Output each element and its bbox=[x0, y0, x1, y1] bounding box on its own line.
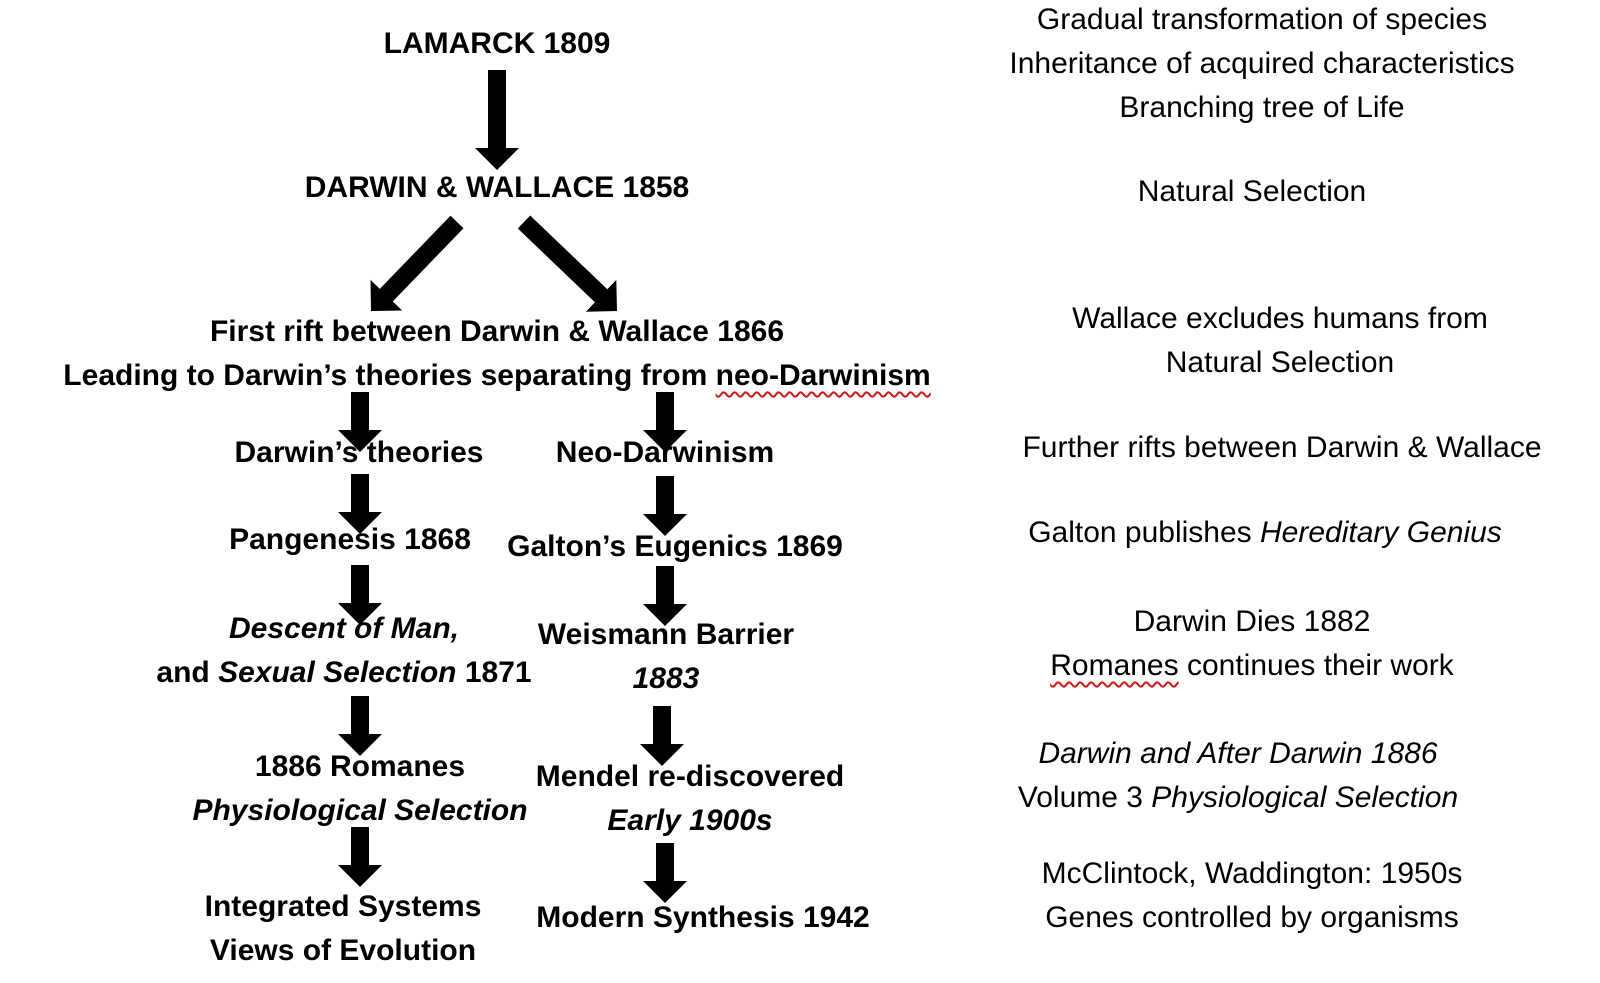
arrow-rift-to-darwins-theories bbox=[338, 392, 382, 452]
lamarck-node: LAMARCK 1809 bbox=[384, 22, 611, 66]
integrated-systems-node: Integrated Systems Views of Evolution bbox=[205, 885, 482, 973]
sexual-selection-text: Sexual Selection bbox=[218, 656, 457, 689]
arrow-romanes-to-integrated bbox=[338, 827, 382, 887]
modern-synthesis-label: Modern Synthesis 1942 bbox=[536, 901, 870, 934]
integrated-systems-label: Integrated Systems bbox=[204, 890, 482, 923]
volume-title-text: Physiological Selection bbox=[1151, 781, 1459, 814]
darwins-theories-label: Darwin’s theories bbox=[234, 436, 484, 469]
romanes-continues-line: Romanes continues their work bbox=[1050, 644, 1454, 688]
galton-eugenics-label: Galton’s Eugenics 1869 bbox=[507, 530, 843, 563]
arrow-descent-to-romanes bbox=[338, 696, 382, 756]
pangenesis-label: Pangenesis 1868 bbox=[229, 523, 471, 556]
modern-synthesis-node: Modern Synthesis 1942 bbox=[536, 896, 869, 940]
neo-darwinism-term: neo-Darwinism bbox=[715, 359, 931, 392]
arrow-galton-to-weismann bbox=[643, 566, 687, 626]
galton-note: Galton publishes Hereditary Genius bbox=[1028, 511, 1502, 555]
neo-darwinism-label: Neo-Darwinism bbox=[555, 436, 775, 469]
physiological-selection-label: Physiological Selection bbox=[192, 794, 528, 827]
mendel-node: Mendel re-discovered Early 1900s bbox=[536, 755, 844, 843]
lamarck-label: LAMARCK 1809 bbox=[383, 27, 611, 60]
weismann-barrier-node: Weismann Barrier 1883 bbox=[538, 613, 794, 701]
arrow-darwin-to-rift-left bbox=[370, 215, 464, 311]
romanes-label: 1886 Romanes bbox=[254, 750, 466, 783]
arrow-mendel-to-modern-synthesis bbox=[643, 843, 687, 903]
further-rifts-note: Further rifts between Darwin & Wallace bbox=[1022, 426, 1541, 470]
darwin-after-darwin-title: Darwin and After Darwin 1886 bbox=[1038, 737, 1438, 770]
first-rift-node: First rift between Darwin & Wallace 1866… bbox=[63, 310, 930, 398]
natural-selection-note: Natural Selection bbox=[1138, 170, 1366, 214]
darwin-after-darwin-note: Darwin and After Darwin 1886 Volume 3 Ph… bbox=[1018, 732, 1458, 820]
weismann-year-label: 1883 bbox=[632, 662, 700, 695]
darwin-dies-note: Darwin Dies 1882 Romanes continues their… bbox=[1050, 600, 1454, 688]
further-rifts-text: Further rifts between Darwin & Wallace bbox=[1022, 431, 1542, 464]
galton-eugenics-node: Galton’s Eugenics 1869 bbox=[507, 525, 843, 569]
weismann-barrier-label: Weismann Barrier bbox=[537, 618, 795, 651]
wallace-excludes-line: Wallace excludes humans from bbox=[1072, 302, 1488, 335]
lamarck-note-line: Inheritance of acquired characteristics bbox=[1009, 47, 1515, 80]
rift-consequence-label: Leading to Darwin’s theories separating … bbox=[63, 354, 930, 398]
arrow-lamarck-to-darwin bbox=[475, 70, 519, 170]
arrow-neo-to-galton bbox=[643, 476, 687, 536]
volume-prefix-text: Volume 3 bbox=[1017, 781, 1152, 814]
descent-and-text: and bbox=[156, 656, 219, 689]
galton-publishes-text: Galton publishes bbox=[1028, 516, 1261, 549]
arrow-pangenesis-to-descent bbox=[338, 565, 382, 625]
rift-consequence-text: Leading to Darwin’s theories separating … bbox=[63, 359, 716, 392]
descent-year-text: 1871 bbox=[456, 656, 532, 689]
mcclintock-text: McClintock, Waddington: 1950s bbox=[1041, 857, 1463, 890]
pangenesis-node: Pangenesis 1868 bbox=[229, 518, 471, 562]
lamarck-note: Gradual transformation of species Inheri… bbox=[1009, 0, 1514, 130]
darwin-wallace-node: DARWIN & WALLACE 1858 bbox=[305, 166, 690, 210]
first-rift-label: First rift between Darwin & Wallace 1866 bbox=[209, 315, 785, 348]
darwin-wallace-label: DARWIN & WALLACE 1858 bbox=[304, 171, 690, 204]
volume-line: Volume 3 Physiological Selection bbox=[1018, 776, 1458, 820]
wallace-excludes-note: Wallace excludes humans from Natural Sel… bbox=[1072, 297, 1488, 385]
descent-of-man-label: Descent of Man, bbox=[228, 612, 460, 645]
lamarck-note-line: Gradual transformation of species bbox=[1036, 3, 1488, 36]
hereditary-genius-title: Hereditary Genius bbox=[1260, 516, 1502, 549]
mcclintock-note: McClintock, Waddington: 1950s Genes cont… bbox=[1042, 852, 1463, 940]
descent-of-man-node: Descent of Man, and Sexual Selection 187… bbox=[156, 607, 531, 695]
genes-controlled-text: Genes controlled by organisms bbox=[1045, 901, 1459, 934]
arrow-theories-to-pangenesis bbox=[338, 474, 382, 534]
lamarck-note-line: Branching tree of Life bbox=[1119, 91, 1405, 124]
natural-selection-note-text: Natural Selection bbox=[1137, 175, 1367, 208]
arrow-weismann-to-mendel bbox=[640, 706, 684, 766]
galton-note-line: Galton publishes Hereditary Genius bbox=[1028, 511, 1502, 555]
darwin-dies-text: Darwin Dies 1882 bbox=[1133, 605, 1371, 638]
darwins-theories-node: Darwin’s theories bbox=[235, 431, 484, 475]
arrow-darwin-to-rift-right bbox=[517, 215, 617, 312]
continues-work-text: continues their work bbox=[1178, 649, 1454, 682]
wallace-excludes-line: Natural Selection bbox=[1165, 346, 1395, 379]
romanes-node: 1886 Romanes Physiological Selection bbox=[192, 745, 527, 833]
romanes-name-text: Romanes bbox=[1050, 649, 1179, 682]
mendel-date-label: Early 1900s bbox=[607, 804, 773, 837]
sexual-selection-line: and Sexual Selection 1871 bbox=[156, 651, 531, 695]
mendel-label: Mendel re-discovered bbox=[535, 760, 845, 793]
arrow-rift-to-neo-darwinism bbox=[643, 392, 687, 452]
neo-darwinism-node: Neo-Darwinism bbox=[556, 431, 774, 475]
views-of-evolution-label: Views of Evolution bbox=[209, 934, 477, 967]
